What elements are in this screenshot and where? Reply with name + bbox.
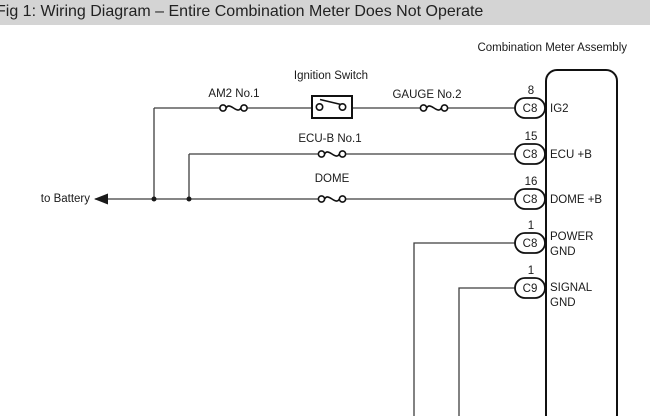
connector-oval <box>514 277 546 299</box>
connector-pin-number: 1 <box>528 265 534 277</box>
fuse-am2-label: AM2 No.1 <box>208 88 259 100</box>
fuse-wave-icon <box>323 151 341 157</box>
connector-signal-gnd: 1 C9 SIGNAL GND <box>514 265 593 309</box>
connector-oval <box>514 232 546 254</box>
connector-code: C8 <box>523 149 538 161</box>
wire-signal-gnd <box>458 287 515 416</box>
figure-title: Fig 1: Wiring Diagram – Entire Combinati… <box>0 3 484 20</box>
connector-ig2: 8 C8 IG2 <box>514 85 569 119</box>
fuse-wave-icon <box>225 105 242 111</box>
fuse-am2 <box>219 104 248 112</box>
figure-title-bar: Fig 1: Wiring Diagram – Entire Combinati… <box>0 0 650 25</box>
connector-oval <box>514 188 546 210</box>
connector-label: POWER <box>550 231 593 243</box>
connector-code: C8 <box>523 103 538 115</box>
fuse-wave-icon <box>425 105 443 111</box>
junction-dot <box>151 196 157 202</box>
connector-code: C9 <box>523 283 538 295</box>
connector-pin-number: 8 <box>528 85 534 97</box>
fuse-gauge-label: GAUGE No.2 <box>392 89 461 101</box>
fuse-dome-label: DOME <box>315 173 350 185</box>
connector-label: IG2 <box>550 103 569 115</box>
connector-label: GND <box>550 297 576 309</box>
fuse-ecub-label: ECU-B No.1 <box>298 133 361 145</box>
meter-assembly-box <box>545 69 618 416</box>
connector-code: C8 <box>523 238 538 250</box>
connector-pin-number: 15 <box>525 131 538 143</box>
connector-label: DOME +B <box>550 194 602 206</box>
battery-arrow-icon <box>94 193 108 205</box>
connector-power-gnd: 1 C8 POWER GND <box>514 220 593 258</box>
ignition-switch-icon <box>311 95 353 119</box>
fuse-dome <box>317 195 347 203</box>
connector-code: C8 <box>523 194 538 206</box>
connector-pin-number: 1 <box>528 220 534 232</box>
wire-battery-risers <box>153 108 190 199</box>
connector-label: GND <box>550 246 576 258</box>
battery-label: to Battery <box>41 193 90 205</box>
junction-dot <box>186 196 192 202</box>
fuse-ecub <box>317 150 347 158</box>
fuse-gauge <box>419 104 449 112</box>
connector-ecu-b: 15 C8 ECU +B <box>514 131 592 165</box>
connector-oval <box>514 143 546 165</box>
connector-dome-b: 16 C8 DOME +B <box>514 176 602 210</box>
meter-assembly-label: Combination Meter Assembly <box>477 42 627 54</box>
connector-pin-number: 16 <box>525 176 538 188</box>
fuse-wave-icon <box>323 196 341 202</box>
wire-power-gnd <box>413 242 515 416</box>
connector-label: ECU +B <box>550 149 592 161</box>
connector-oval <box>514 97 546 119</box>
ignition-switch-label: Ignition Switch <box>294 70 368 82</box>
connector-label: SIGNAL <box>550 282 593 294</box>
